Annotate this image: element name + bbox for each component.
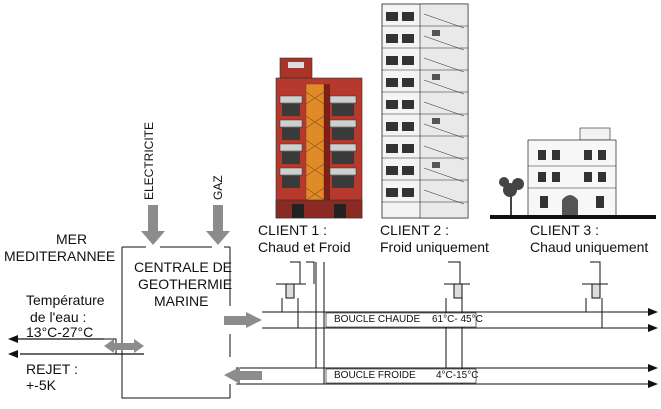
water-temp-line1: Température	[26, 292, 105, 308]
sea-double-arrow	[104, 339, 144, 353]
plant-label-line1: CENTRALE DE	[134, 259, 233, 275]
client-2-subtitle: Froid uniquement	[380, 239, 489, 255]
hot-loop-feed-arrow	[224, 312, 262, 328]
client-3-title: CLIENT 3 :	[530, 222, 599, 238]
plant-label-line3: MARINE	[154, 293, 209, 309]
cold-loop-return-arrow	[224, 367, 262, 384]
electricity-label: ELECTRICITE	[142, 121, 156, 200]
client-2-title: CLIENT 2 :	[380, 222, 449, 238]
discharge-line2: +-5K	[26, 377, 56, 393]
hot-loop-name: BOUCLE CHAUDE	[334, 314, 421, 325]
hot-loop	[224, 308, 658, 332]
client-1-connection	[276, 261, 325, 384]
plant-box	[121, 246, 231, 399]
gas-arrow	[206, 205, 230, 245]
client-1-subtitle: Chaud et Froid	[258, 239, 351, 255]
building-client-1	[275, 57, 363, 219]
building-client-3	[490, 127, 656, 219]
sea-label-line1: MER	[56, 231, 88, 247]
cold-loop-temp: 4°C-15°C	[436, 370, 479, 381]
cold-loop	[224, 364, 658, 388]
sea-label-line2: MEDITERANNEE	[4, 248, 116, 264]
water-temp-line2: de l'eau :	[30, 309, 87, 325]
water-temp-line3: 13°C-27°C	[26, 324, 94, 340]
tree-icon	[499, 177, 524, 216]
client-1-title: CLIENT 1 :	[258, 222, 327, 238]
hot-loop-temp: 61°C- 45°C	[432, 314, 483, 325]
discharge-line1: REJET :	[26, 361, 78, 377]
building-client-2	[381, 3, 469, 219]
client-3-connection	[582, 261, 608, 328]
gas-label: GAZ	[211, 175, 225, 200]
cold-loop-name: BOUCLE FROIDE	[334, 370, 416, 381]
plant-label-line2: GEOTHERMIE	[138, 276, 233, 292]
sea-exchange	[8, 335, 144, 358]
electricity-arrow	[141, 205, 165, 245]
client-3-subtitle: Chaud uniquement	[530, 239, 649, 255]
